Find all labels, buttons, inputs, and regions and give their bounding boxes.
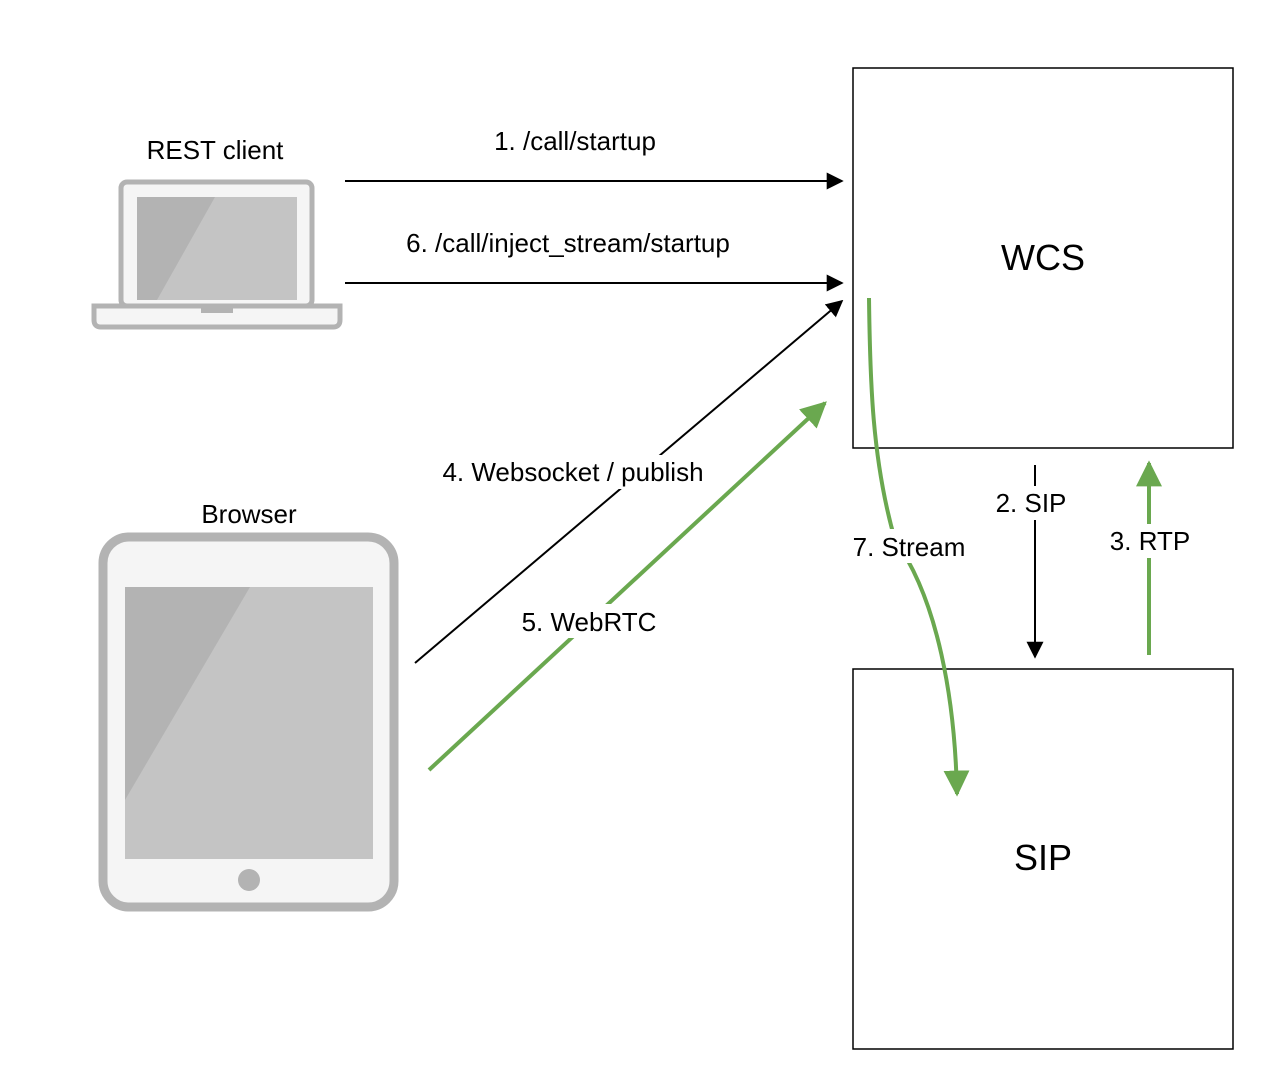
edge-4-label: 4. Websocket / publish — [442, 457, 703, 487]
edge-3: 3. RTP — [1098, 460, 1202, 655]
browser-label: Browser — [201, 499, 297, 529]
edge-4: 4. Websocket / publish — [414, 299, 844, 664]
edge-6-label: 6. /call/inject_stream/startup — [406, 228, 730, 258]
sip-node: SIP — [852, 668, 1234, 1050]
browser-node: Browser — [98, 499, 399, 912]
sip-label: SIP — [1014, 837, 1072, 878]
edge-7: 7. Stream — [844, 297, 974, 797]
edge-5-arrow — [427, 401, 827, 772]
edge-5: 5. WebRTC — [427, 401, 827, 772]
edge-1-label: 1. /call/startup — [494, 126, 656, 156]
wcs-label: WCS — [1001, 237, 1085, 278]
tablet-icon — [98, 532, 399, 912]
edge-1: 1. /call/startup — [345, 126, 844, 190]
rest-client-label: REST client — [147, 135, 285, 165]
wcs-node: WCS — [852, 67, 1234, 449]
edge-7-label: 7. Stream — [853, 532, 966, 562]
wcs-box — [852, 67, 1234, 449]
edge-3-label: 3. RTP — [1110, 526, 1190, 556]
edge-5-label: 5. WebRTC — [522, 607, 657, 637]
sip-box — [852, 668, 1234, 1050]
rest-client-node: REST client — [91, 135, 343, 330]
laptop-icon — [91, 179, 343, 330]
edge-6: 6. /call/inject_stream/startup — [345, 228, 844, 292]
edge-2: 2. SIP — [986, 465, 1082, 659]
edge-2-label: 2. SIP — [996, 488, 1067, 518]
